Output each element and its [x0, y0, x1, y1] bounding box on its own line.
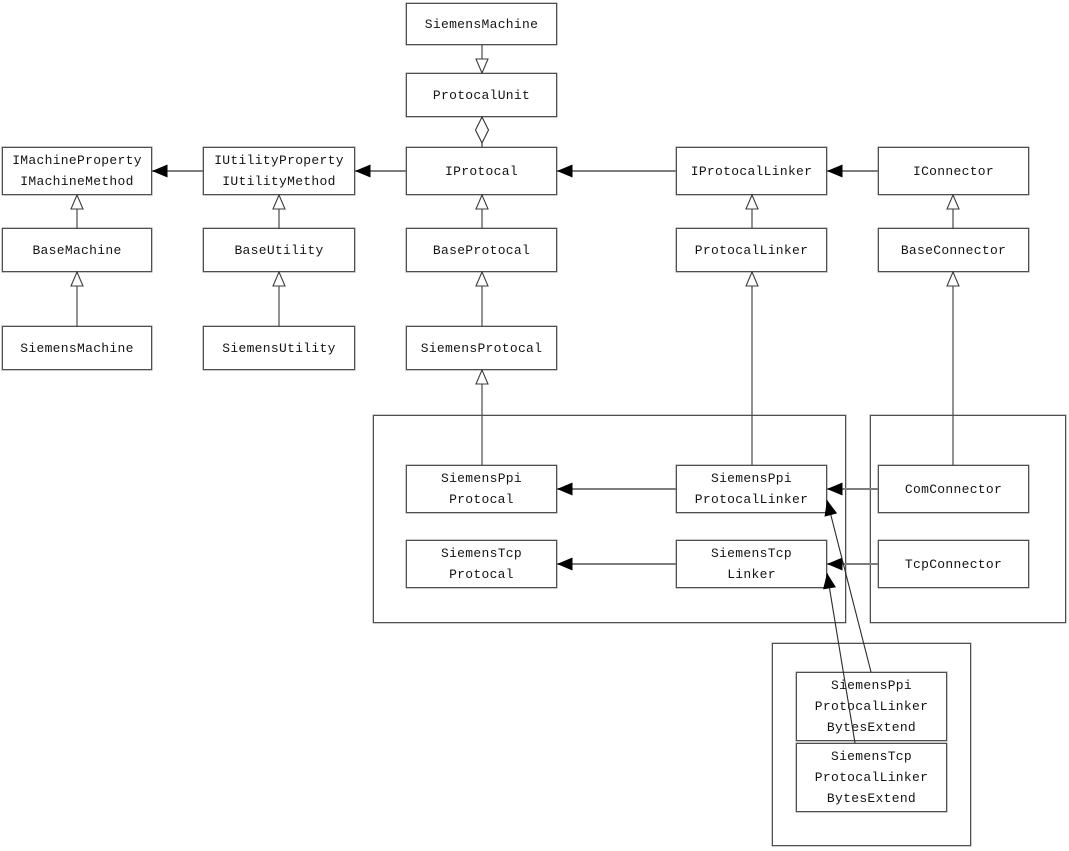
class-box-siemens-tcp-protocal[interactable]: SiemensTcp Protocal — [406, 540, 557, 588]
class-box-base-connector[interactable]: BaseConnector — [878, 228, 1029, 272]
class-box-siemens-tcp-protocal-linker-bytes-extend[interactable]: SiemensTcp ProtocalLinker BytesExtend — [796, 743, 947, 812]
class-box-siemens-protocal[interactable]: SiemensProtocal — [406, 326, 557, 370]
class-box-iprotocal-linker[interactable]: IProtocalLinker — [676, 147, 827, 195]
class-box-tcp-connector[interactable]: TcpConnector — [878, 540, 1029, 588]
class-box-siemens-ppi-protocal-linker-bytes-extend[interactable]: SiemensPpi ProtocalLinker BytesExtend — [796, 672, 947, 741]
class-box-iconnector[interactable]: IConnector — [878, 147, 1029, 195]
class-box-protocal-unit[interactable]: ProtocalUnit — [406, 73, 557, 117]
class-box-com-connector[interactable]: ComConnector — [878, 465, 1029, 513]
class-box-siemens-machine[interactable]: SiemensMachine — [2, 326, 152, 370]
class-box-siemens-utility[interactable]: SiemensUtility — [203, 326, 355, 370]
class-box-siemens-machine-top[interactable]: SiemensMachine — [406, 3, 557, 45]
class-box-iutility-property-method[interactable]: IUtilityProperty IUtilityMethod — [203, 147, 355, 195]
class-box-siemens-tcp-linker[interactable]: SiemensTcp Linker — [676, 540, 827, 588]
class-box-siemens-ppi-protocal-linker[interactable]: SiemensPpi ProtocalLinker — [676, 465, 827, 513]
class-box-iprotocal[interactable]: IProtocal — [406, 147, 557, 195]
class-box-protocal-linker[interactable]: ProtocalLinker — [676, 228, 827, 272]
class-box-base-protocal[interactable]: BaseProtocal — [406, 228, 557, 272]
class-box-imachine-property-method[interactable]: IMachineProperty IMachineMethod — [2, 147, 152, 195]
class-box-base-machine[interactable]: BaseMachine — [2, 228, 152, 272]
group-box-connectors — [870, 415, 1066, 623]
class-box-siemens-ppi-protocal[interactable]: SiemensPpi Protocal — [406, 465, 557, 513]
group-box-siemens-protocals — [373, 415, 846, 623]
class-box-base-utility[interactable]: BaseUtility — [203, 228, 355, 272]
